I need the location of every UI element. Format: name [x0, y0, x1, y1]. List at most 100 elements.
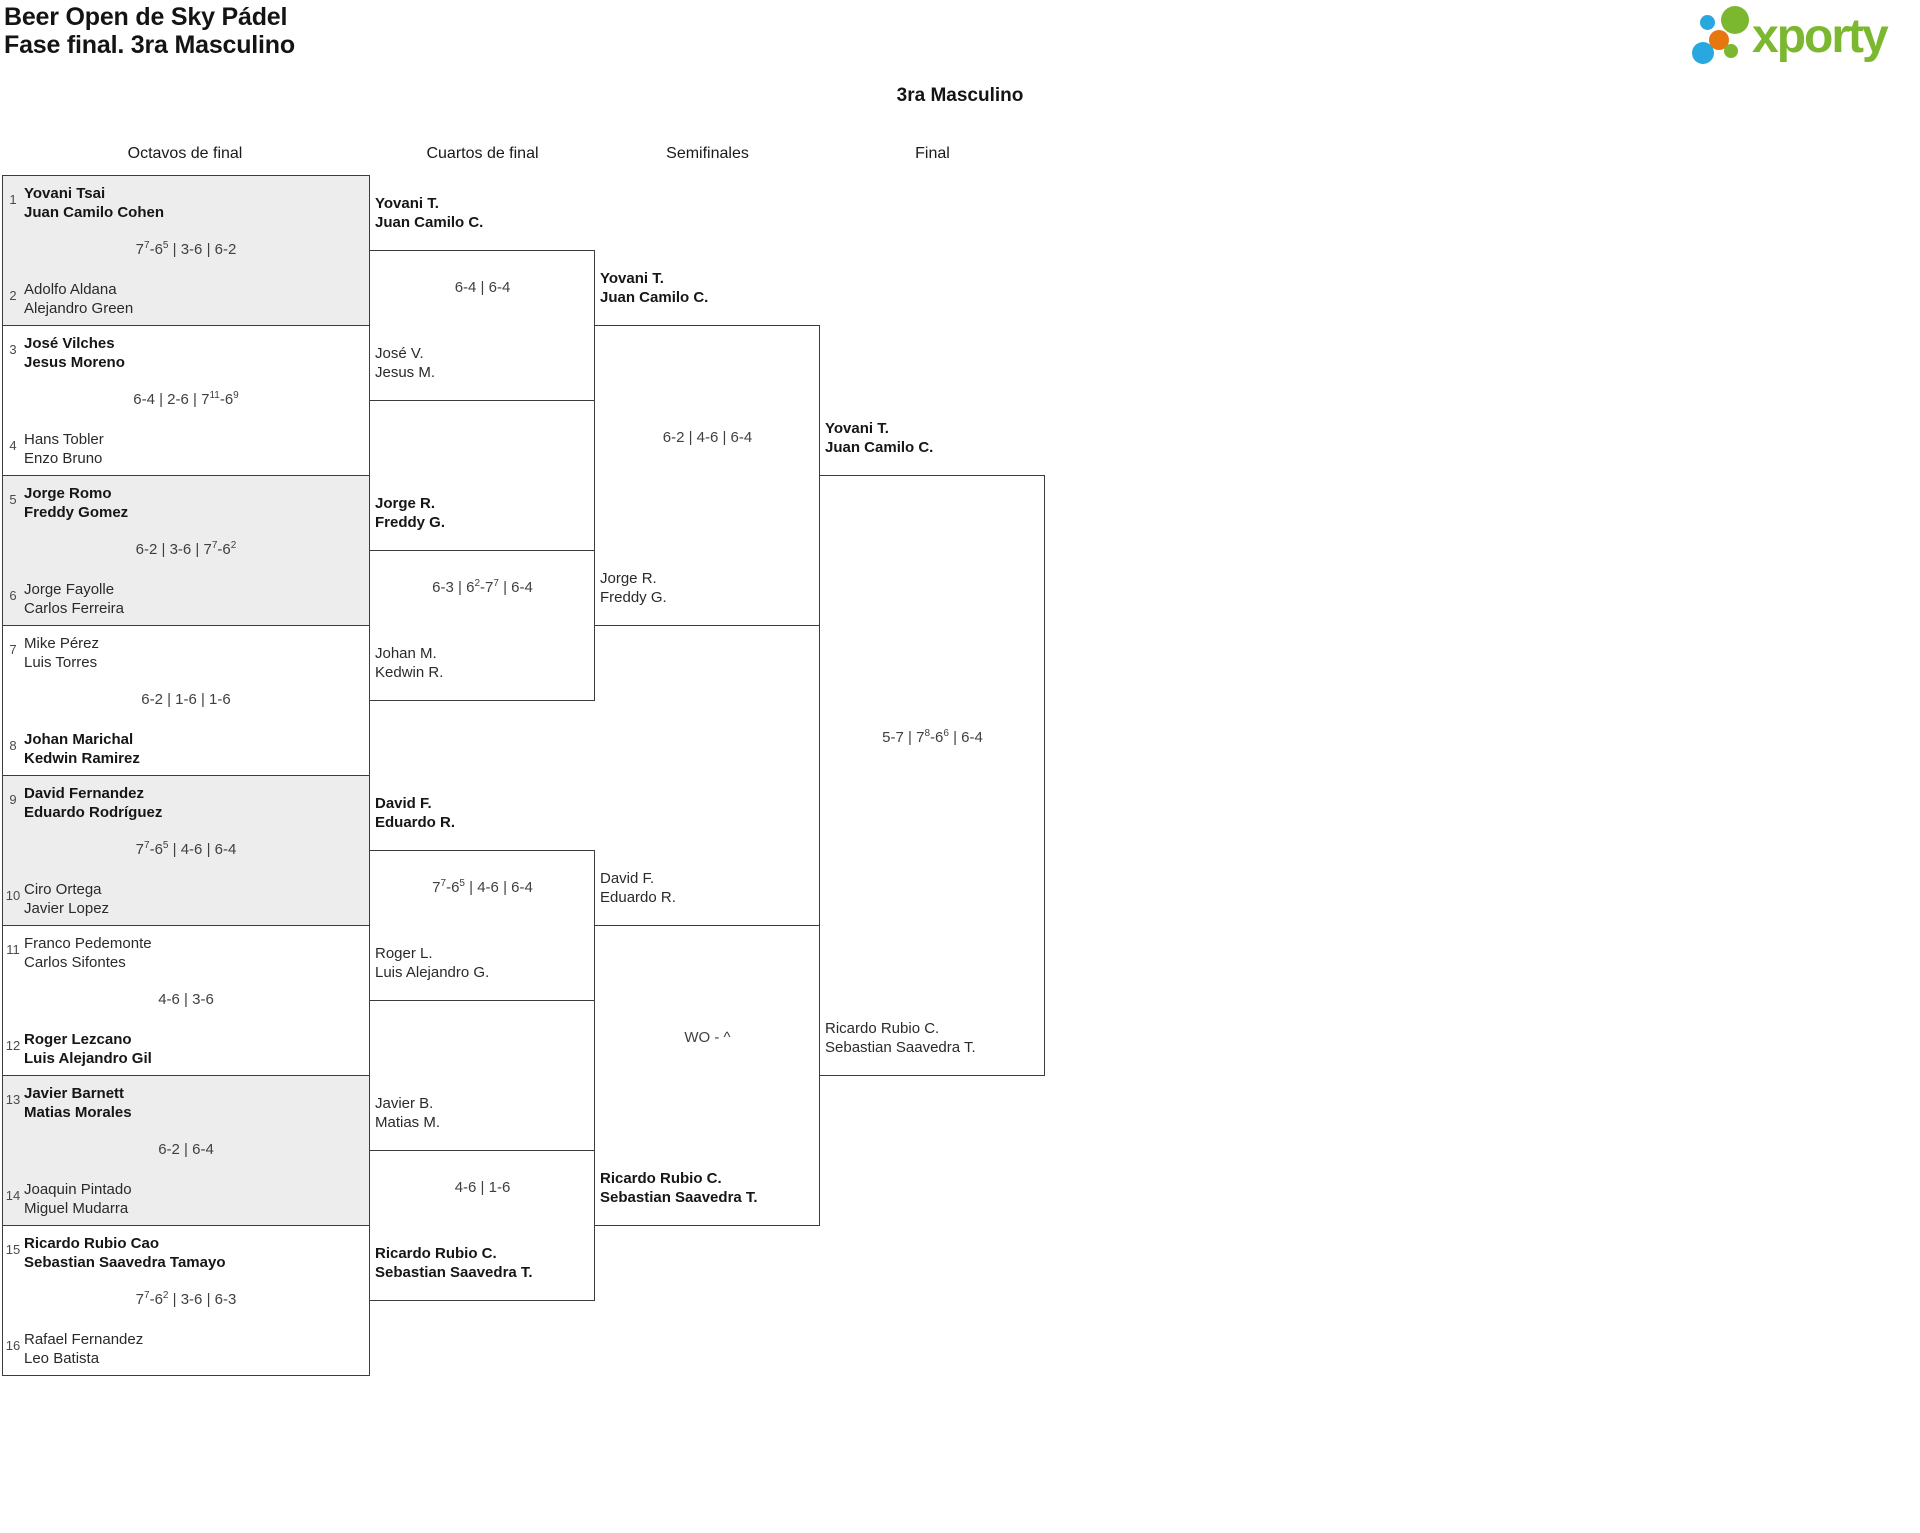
seed-number: 16 — [5, 1338, 21, 1353]
team-name: Joaquin Pintado — [24, 1181, 132, 1198]
seed-number: 3 — [9, 342, 17, 357]
match-score: 6-3 | 62-77 | 6-4 — [432, 578, 533, 597]
team-name: Luis Torres — [24, 654, 98, 671]
team-name: Juan Camilo C. — [825, 439, 934, 456]
match-box-r16-7 — [2, 1075, 370, 1226]
team-name: David F. — [600, 870, 655, 887]
match-score: 6-2 | 1-6 | 1-6 — [141, 691, 231, 708]
team-name: Eduardo Rodríguez — [24, 804, 163, 821]
seed-number: 8 — [9, 738, 17, 753]
team-name: José V. — [375, 345, 424, 362]
team-name: Matias M. — [375, 1114, 441, 1131]
xporty-logo: xporty — [1690, 5, 1918, 69]
match-box-final-1 — [819, 475, 1045, 1076]
seed-number: 6 — [9, 588, 17, 603]
team-name: Kedwin Ramirez — [24, 750, 140, 767]
match-score: 77-62 | 3-6 | 6-3 — [135, 1290, 237, 1309]
team-name: Hans Tobler — [24, 431, 104, 448]
match-box-r16-2 — [2, 325, 370, 476]
logo-dot-blue-large-icon — [1692, 42, 1714, 64]
team-name: Jorge R. — [600, 570, 657, 587]
match-box-r16-8 — [2, 1225, 370, 1376]
page-title: Beer Open de Sky Pádel — [4, 3, 288, 31]
team-name: Roger Lezcano — [24, 1031, 132, 1048]
team-name: Johan M. — [375, 645, 437, 662]
match-score: 4-6 | 1-6 — [454, 1179, 511, 1196]
seed-number: 14 — [5, 1188, 21, 1203]
team-name: David Fernandez — [24, 785, 145, 802]
team-name: Yovani T. — [375, 195, 439, 212]
round-header-final: Final — [915, 145, 950, 162]
match-score: 6-4 | 2-6 | 711-69 — [133, 390, 239, 409]
team-name: Leo Batista — [24, 1350, 100, 1367]
team-name: Miguel Mudarra — [24, 1200, 129, 1217]
team-name: Carlos Ferreira — [24, 600, 125, 617]
team-name: Mike Pérez — [24, 635, 100, 652]
logo-dot-green-large-icon — [1721, 6, 1749, 34]
match-score: 77-65 | 3-6 | 6-2 — [135, 240, 237, 259]
seed-number: 4 — [9, 438, 17, 453]
match-score: WO - ^ — [684, 1029, 731, 1046]
team-name: Yovani T. — [825, 420, 889, 437]
team-name: Luis Alejandro Gil — [24, 1050, 152, 1067]
team-name: Franco Pedemonte — [24, 935, 152, 952]
team-name: Sebastian Saavedra T. — [600, 1189, 758, 1206]
team-name: Ricardo Rubio C. — [375, 1245, 497, 1262]
team-name: Enzo Bruno — [24, 450, 103, 467]
team-name: Freddy G. — [600, 589, 667, 606]
seed-number: 11 — [6, 942, 20, 957]
team-name: Eduardo R. — [375, 814, 456, 831]
team-name: Eduardo R. — [600, 889, 676, 906]
team-name: Luis Alejandro G. — [375, 964, 490, 981]
team-name: Sebastian Saavedra Tamayo — [24, 1254, 226, 1271]
team-name: Sebastian Saavedra T. — [375, 1264, 533, 1281]
logo-text: xporty — [1752, 10, 1889, 63]
team-name: José Vilches — [24, 335, 115, 352]
page-subtitle: Fase final. 3ra Masculino — [4, 31, 295, 59]
logo-dot-orange-icon — [1709, 30, 1729, 50]
team-name: Ricardo Rubio C. — [825, 1020, 940, 1037]
team-name: Ricardo Rubio Cao — [24, 1235, 160, 1252]
team-name: Roger L. — [375, 945, 433, 962]
seed-number: 15 — [5, 1242, 21, 1257]
seed-number: 7 — [9, 642, 17, 657]
match-score: 6-2 | 3-6 | 77-62 — [135, 540, 237, 559]
round-header-semifinales: Semifinales — [666, 145, 749, 162]
team-name: Javier B. — [375, 1095, 434, 1112]
match-score: 77-65 | 4-6 | 6-4 — [432, 878, 533, 897]
round-header-cuartos: Cuartos de final — [426, 145, 539, 162]
round-header-octavos: Octavos de final — [127, 145, 243, 162]
seed-number: 10 — [5, 888, 21, 903]
team-name: Adolfo Aldana — [24, 281, 117, 298]
team-name: Juan Camilo Cohen — [24, 204, 165, 221]
team-name: Kedwin R. — [375, 664, 444, 681]
team-name: Juan Camilo C. — [375, 214, 484, 231]
team-name: Carlos Sifontes — [24, 954, 126, 971]
team-name: Yovani Tsai — [24, 185, 106, 202]
team-name: Matias Morales — [24, 1104, 132, 1121]
team-name: David F. — [375, 795, 432, 812]
team-name: Juan Camilo C. — [600, 289, 709, 306]
seed-number: 12 — [5, 1038, 21, 1053]
team-name: Ricardo Rubio C. — [600, 1170, 722, 1187]
team-name: Yovani T. — [600, 270, 664, 287]
seed-number: 1 — [9, 192, 17, 207]
logo-dot-green-small-icon — [1724, 44, 1738, 58]
team-name: Jorge R. — [375, 495, 436, 512]
seed-number: 13 — [5, 1092, 21, 1107]
seed-number: 5 — [9, 492, 17, 507]
match-score: 6-4 | 6-4 — [454, 279, 511, 296]
team-name: Freddy Gomez — [24, 504, 129, 521]
team-name: Jorge Romo — [24, 485, 112, 502]
match-score: 77-65 | 4-6 | 6-4 — [135, 840, 237, 859]
team-name: Javier Barnett — [24, 1085, 125, 1102]
team-name: Freddy G. — [375, 514, 446, 531]
match-box-r16-5 — [2, 775, 370, 926]
team-name: Rafael Fernandez — [24, 1331, 144, 1348]
team-name: Jesus Moreno — [24, 354, 125, 371]
match-score: 6-2 | 4-6 | 6-4 — [662, 429, 753, 446]
team-name: Jorge Fayolle — [24, 581, 115, 598]
team-name: Alejandro Green — [24, 300, 134, 317]
match-box-r16-4 — [2, 625, 370, 776]
match-box-r16-3 — [2, 475, 370, 626]
